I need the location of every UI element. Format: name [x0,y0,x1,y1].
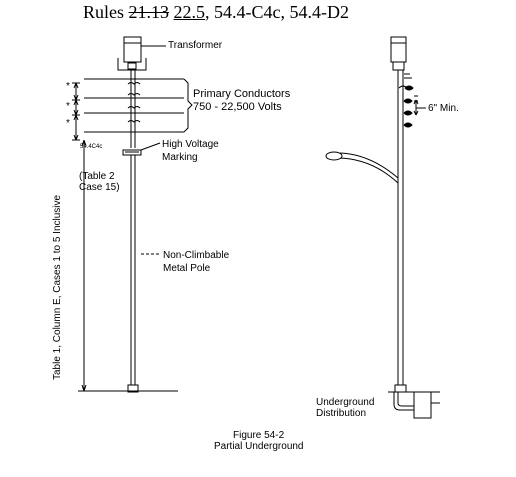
primary-conductors-voltage: 750 - 22,500 Volts [193,101,282,113]
metal-pole-label: Metal Pole [163,263,211,274]
rules-title: Rules 21.13 22.5, 54.4-C4c, 54.4-D2 [83,2,349,22]
primary-conductors-label: Primary Conductors [193,88,291,100]
high-voltage-label: High Voltage [162,139,219,150]
rules-suffix: , 54.4-C4c, 54.4-D2 [205,2,349,22]
street-light-arm [339,152,399,179]
six-inch-min-label: 6" Min. [428,103,459,114]
hv-leader [140,142,161,151]
transformer-label: Transformer [168,40,223,51]
underground-label: Underground [316,397,375,408]
distribution-label: Distribution [316,408,367,419]
asterisk-1: * [66,81,70,92]
left-transformer [123,36,142,63]
table2-case: Case 15) [79,182,120,193]
asterisk-2: * [66,101,70,112]
non-climbable-label: Non-Climbable [163,250,230,261]
rules-prefix: Rules [83,2,129,22]
figure-caption: Partial Underground [214,441,304,452]
vertical-dimension-label: Table 1, Column E, Cases 1 to 5 Inclusiv… [52,194,63,380]
figure-number: Figure 54-2 [233,430,285,441]
table2-label: (Table 2 [79,171,115,182]
rule-struck: 21.13 [128,2,170,22]
rule-underlined: 22.5 [173,2,206,22]
rule-ref-label: 54.4C4c [80,144,103,150]
high-voltage-marking: Marking [162,152,198,163]
asterisk-3: * [66,118,70,129]
right-transformer [390,36,407,63]
